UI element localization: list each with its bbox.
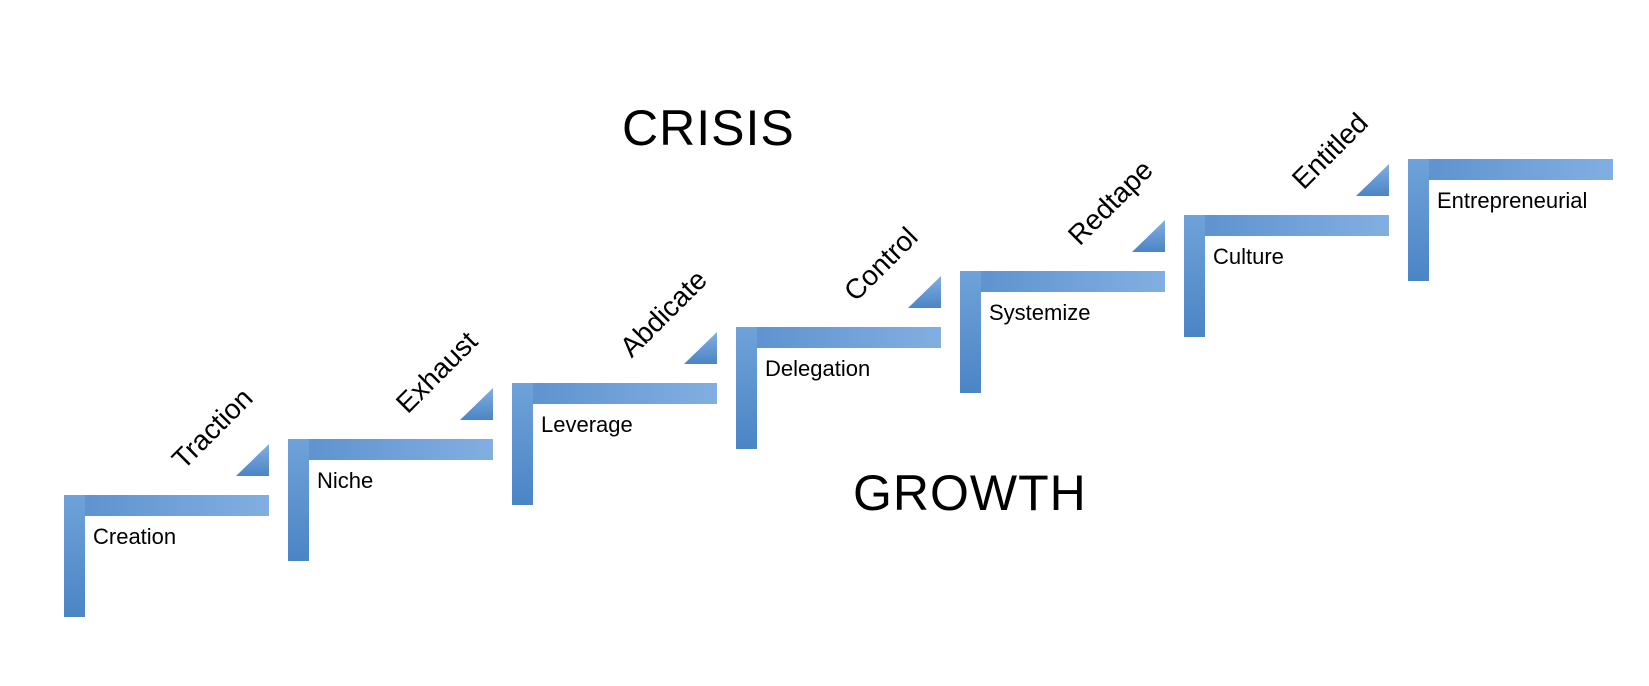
step-bar-vertical [1184,215,1205,337]
crisis-label: Control [837,221,924,307]
stage-label: Leverage [541,412,633,437]
crisis-label: Redtape [1061,154,1159,251]
arrow-up-right-icon [684,332,717,364]
step-bar-vertical [736,327,757,449]
stage-label: Creation [93,524,177,549]
arrow-up-right-icon [1356,164,1389,196]
arrow-up-right-icon [1132,220,1165,252]
step-bar-horizontal [960,271,1165,292]
step-bar-horizontal [1184,215,1389,236]
step-bar-horizontal [288,439,493,460]
arrow-up-right-icon [236,444,269,476]
stage-label: Delegation [765,356,871,381]
step-bar-horizontal [64,495,269,516]
stage-label: Culture [1213,244,1284,269]
step-bar-horizontal [512,383,717,404]
arrow-up-right-icon [908,276,941,308]
crisis-title: CRISIS [622,100,795,156]
step-bar-vertical [512,383,533,505]
stage-label: Niche [317,468,374,493]
step-bar-vertical [1408,159,1429,281]
step-bar-vertical [288,439,309,561]
crisis-label: Entitled [1285,106,1374,195]
crisis-label: Traction [165,382,259,475]
step-bar-vertical [960,271,981,393]
step-bar-horizontal [1408,159,1613,180]
step-bar-vertical [64,495,85,617]
growth-title: GROWTH [853,465,1087,521]
arrow-up-right-icon [460,388,493,420]
stage-label: Entrepreneurial [1437,188,1588,213]
stage-label: Systemize [989,300,1091,325]
step-bar-horizontal [736,327,941,348]
crisis-label: Exhaust [389,325,484,419]
